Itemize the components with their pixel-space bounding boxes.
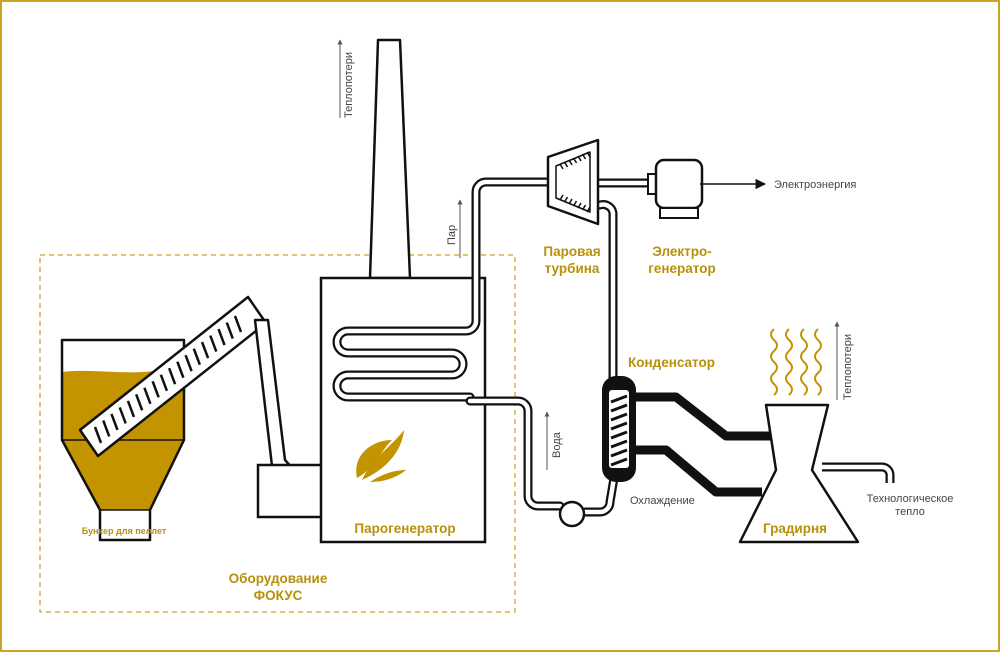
electro-generator-label-2: генератор [648,261,715,276]
equipment-label-2: ФОКУС [254,588,303,603]
steam-wisp [770,328,778,396]
tower-heat-loss-label: Теплопотери [842,334,854,400]
condenser-coil-turn [610,421,628,431]
condenser-label: Конденсатор [628,355,715,370]
condenser-coil-turn [610,412,628,422]
turbine-fin [577,155,582,162]
auger-slat [217,328,226,346]
auger-slat [233,315,243,333]
turbine-fin [586,151,591,158]
steam-generator-box [319,276,487,544]
turbine-fin [572,157,578,164]
electro-generator-label-1: Электро- [652,244,712,259]
steam-turbine-label-2: турбина [545,261,600,276]
auger-slat [167,367,177,385]
cooling-tower [738,403,895,544]
water-label: Вода [551,431,563,458]
flame-logo [356,430,406,482]
steam-generator-label: Парогенератор [354,521,455,536]
cooling-tower-label: Градирня [763,521,827,536]
condenser-coil-turn [610,439,628,449]
condenser-coil-turn [610,448,628,458]
electricity-label: Электроэнергия [774,179,856,191]
auger-slat [151,380,160,398]
turbine-fin [559,163,564,170]
auger-slat [225,322,234,339]
cooling-label: Охлаждение [630,495,695,507]
auger-slat [200,341,210,359]
auger-slat [135,393,144,411]
auger-slat [159,374,169,392]
steam-wisps [770,328,822,396]
equipment-label-1: Оборудование [229,571,328,586]
auger-slat [93,426,103,444]
auger-slat [126,400,136,418]
electric-generator [647,158,767,219]
condenser-coil-turn [610,430,628,440]
steam-wisp [814,328,822,396]
turbine-fin [572,200,578,207]
turbine-fin [563,161,569,168]
chimney-heat-loss-label: Теплопотери [343,52,355,118]
auger-slat [184,354,193,372]
cooling-lines [636,392,778,497]
turbine-fin [568,159,573,166]
chimney [368,38,412,280]
turbine-fin [559,194,564,201]
turbine-fin [586,206,591,213]
turbine-fin [577,202,582,209]
process-heat-label-1: Технологическое [867,493,954,505]
steam-wisp [785,328,793,396]
auger-slat [102,420,111,437]
auger-slat [176,361,185,379]
condenser-coil-turn [610,457,628,467]
turbine-fin [568,198,573,205]
equipment-boundary [39,254,516,613]
turbine-fin [563,196,569,203]
auger-slat [110,413,119,431]
turbine-fin [581,153,587,160]
condenser-coil-turn [610,403,628,413]
auger-slat [118,406,127,424]
steam-pipes [332,177,657,517]
condenser-coil-turn [610,394,628,404]
steam-label: Пар [446,225,458,245]
feed-pump [558,500,586,528]
process-heat-label-2: тепло [895,506,925,518]
steam-wisp [800,328,808,396]
auger-slat [209,335,218,353]
hopper-label: Бункер для пеллет [82,526,167,536]
auger-slat [192,348,201,366]
turbine-fin [581,204,587,211]
condenser [602,376,636,482]
auger-slat [143,387,152,405]
steam-turbine [546,138,600,226]
steam-turbine-label-1: Паровая [543,244,600,259]
